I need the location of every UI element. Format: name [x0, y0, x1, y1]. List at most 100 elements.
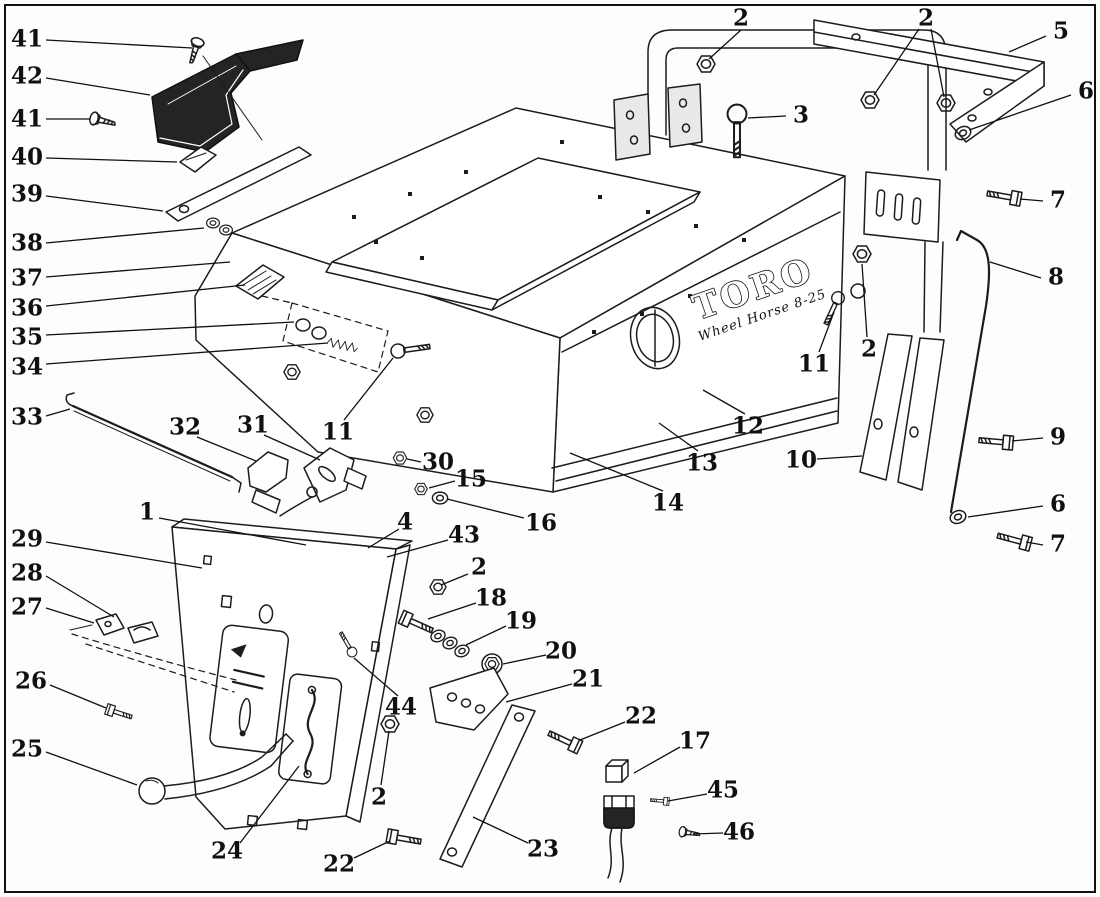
callout-2: 2 — [471, 554, 487, 581]
callout-29: 29 — [11, 526, 43, 553]
leader-line-43 — [386, 539, 449, 558]
leader-line-2 — [440, 573, 469, 586]
bolt-18 — [397, 609, 436, 638]
callout-44: 44 — [385, 694, 417, 721]
callout-26: 26 — [15, 668, 47, 695]
spacer-11b — [850, 283, 866, 299]
leader-line-11 — [818, 311, 835, 353]
callout-11: 11 — [322, 419, 354, 446]
callout-8: 8 — [1048, 264, 1064, 291]
leader-line-44 — [353, 657, 399, 697]
callout-15: 15 — [455, 466, 487, 493]
leader-line-10 — [816, 455, 863, 460]
hinge-plates — [613, 83, 703, 161]
callout-1: 1 — [139, 499, 155, 526]
control-lever — [138, 733, 294, 805]
nut-2d — [852, 245, 872, 263]
leader-line-21 — [505, 683, 573, 703]
callout-33: 33 — [11, 404, 43, 431]
leader-line-36 — [45, 284, 246, 307]
nut-2e — [429, 579, 447, 595]
leader-line-26 — [49, 684, 107, 709]
leader-line-30 — [406, 458, 422, 463]
figure-border — [4, 4, 1096, 893]
leader-line-4 — [367, 528, 400, 549]
leader-line-22 — [353, 840, 391, 859]
callout-7: 7 — [1050, 531, 1066, 558]
leader-line-2 — [861, 263, 868, 338]
callout-36: 36 — [11, 295, 43, 322]
callout-25: 25 — [11, 736, 43, 763]
leader-line-2 — [930, 28, 945, 98]
leader-line-13 — [658, 422, 699, 452]
callout-22: 22 — [323, 851, 355, 878]
hood-trim-bracket — [151, 39, 312, 222]
callout-7: 7 — [1050, 187, 1066, 214]
support-strap — [439, 704, 536, 868]
leader-line-34 — [45, 342, 329, 365]
screw-41b — [87, 110, 118, 132]
leader-line-24 — [239, 765, 300, 844]
screw-46 — [677, 825, 702, 841]
leader-line-5 — [1008, 35, 1047, 53]
pivot-bracket — [429, 667, 509, 731]
carriage-bolt-3 — [726, 103, 748, 159]
callout-21: 21 — [572, 666, 604, 693]
callout-3: 3 — [793, 102, 809, 129]
support-rod — [949, 229, 991, 514]
washer-38b — [219, 224, 233, 236]
leader-line-32 — [196, 436, 257, 462]
callout-23: 23 — [527, 836, 559, 863]
leader-line-19 — [465, 625, 507, 646]
callout-39: 39 — [11, 181, 43, 208]
leader-line-12 — [702, 389, 746, 415]
callout-32: 32 — [169, 414, 201, 441]
leader-line-1 — [158, 517, 307, 546]
support-frame — [813, 19, 1045, 143]
callout-2: 2 — [861, 336, 877, 363]
callout-28: 28 — [11, 560, 43, 587]
leader-line-39 — [45, 195, 164, 212]
callout-34: 34 — [11, 354, 43, 381]
leader-line-6 — [968, 94, 1072, 131]
leader-line-9 — [1011, 437, 1044, 442]
leader-line-31 — [263, 434, 321, 461]
callout-5: 5 — [1053, 18, 1069, 45]
callout-9: 9 — [1050, 424, 1066, 451]
dash-panel — [171, 518, 413, 831]
leader-line-2 — [380, 730, 390, 786]
leader-line-2 — [708, 29, 742, 60]
callout-41: 41 — [11, 106, 43, 133]
leader-line-17 — [633, 746, 681, 774]
callout-16: 16 — [525, 510, 557, 537]
callout-43: 43 — [448, 522, 480, 549]
callout-41: 41 — [11, 26, 43, 53]
callout-14: 14 — [652, 490, 684, 517]
leader-line-27 — [45, 607, 95, 624]
callout-2: 2 — [733, 5, 749, 32]
leader-line-11 — [343, 357, 394, 421]
leader-line-2 — [873, 28, 920, 96]
leader-line-15 — [428, 480, 456, 489]
leader-line-22 — [579, 721, 626, 741]
callout-17: 17 — [679, 728, 711, 755]
callout-40: 40 — [11, 144, 43, 171]
callout-37: 37 — [11, 265, 43, 292]
leader-line-45 — [667, 793, 708, 802]
leader-line-29 — [45, 541, 203, 569]
leader-line-42 — [45, 77, 151, 96]
leader-line-14 — [569, 452, 664, 492]
leader-line-7 — [1019, 198, 1044, 202]
bolt-9 — [977, 432, 1015, 451]
leader-line-38 — [45, 227, 205, 244]
nut-2b — [860, 91, 880, 109]
leader-line-18 — [427, 602, 477, 620]
callout-42: 42 — [11, 63, 43, 90]
bolt-22a — [545, 726, 584, 755]
leader-line-37 — [45, 261, 231, 278]
leader-line-40 — [45, 157, 178, 163]
leader-line-7 — [1025, 541, 1044, 546]
bolt-7b — [995, 528, 1034, 552]
